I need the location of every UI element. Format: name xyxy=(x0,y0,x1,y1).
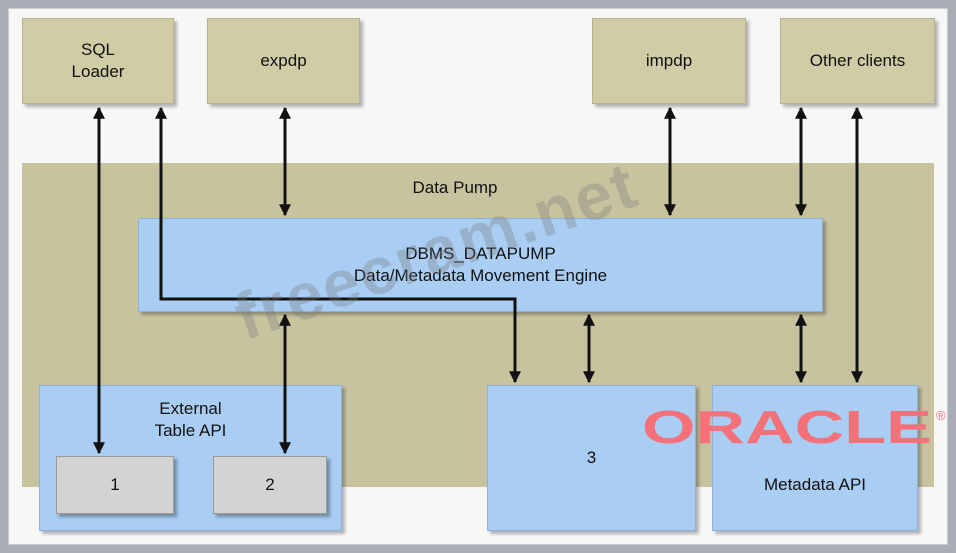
box-3-label: 3 xyxy=(586,448,597,467)
external-table-api-label: External Table API xyxy=(154,399,227,440)
numbered-box-3: 3 xyxy=(487,385,696,531)
oracle-logo-text: ORACLE xyxy=(642,406,932,448)
oracle-logo: ORACLE ® xyxy=(642,406,946,448)
numbered-box-1: 1 xyxy=(56,456,174,514)
sql-loader-box: SQL Loader xyxy=(22,18,174,104)
sql-loader-label: SQL Loader xyxy=(71,40,125,81)
impdp-box: impdp xyxy=(592,18,746,104)
expdp-label: expdp xyxy=(260,51,307,70)
arrow-sqlloader-to-box3 xyxy=(155,106,521,384)
other-clients-box: Other clients xyxy=(780,18,935,104)
oracle-registered-mark: ® xyxy=(936,408,946,423)
numbered-box-2: 2 xyxy=(213,456,327,514)
other-clients-label: Other clients xyxy=(809,51,906,70)
metadata-api-box: Metadata API xyxy=(712,385,918,531)
box-1-label: 1 xyxy=(110,475,120,494)
metadata-api-label: Metadata API xyxy=(763,475,867,494)
expdp-box: expdp xyxy=(207,18,360,104)
impdp-label: impdp xyxy=(645,51,693,70)
box-2-label: 2 xyxy=(265,475,275,494)
